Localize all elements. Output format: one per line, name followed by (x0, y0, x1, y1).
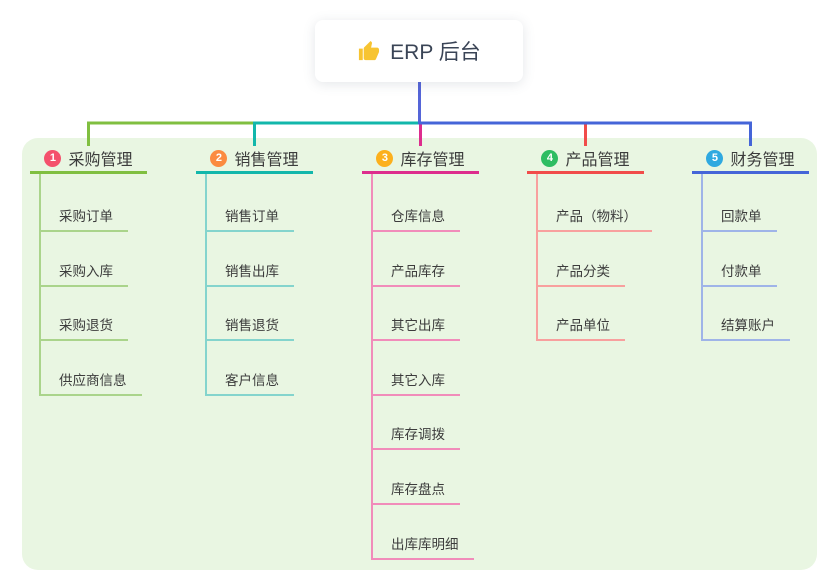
branch-header[interactable]: 1 采购管理 (30, 145, 147, 174)
branch-label: 销售管理 (234, 152, 299, 169)
child-node[interactable]: 产品库存 (373, 232, 460, 287)
child-node-label: 回款单 (721, 208, 762, 224)
child-node-label: 结算账户 (721, 318, 775, 334)
branch-children: 销售订单销售出库销售退货客户信息 (205, 174, 294, 396)
child-node[interactable]: 结算账户 (703, 287, 790, 342)
root-node[interactable]: ERP 后台 (315, 20, 523, 82)
child-node[interactable]: 客户信息 (207, 341, 294, 396)
branch-label: 库存管理 (400, 152, 465, 169)
child-node[interactable]: 库存调拨 (373, 396, 460, 451)
branch-number-badge: 1 (44, 149, 62, 167)
child-node-label: 采购订单 (59, 208, 113, 224)
child-node-label: 付款单 (721, 263, 762, 279)
child-node[interactable]: 销售出库 (207, 232, 294, 287)
child-node[interactable]: 产品单位 (538, 287, 625, 342)
branch-children: 采购订单采购入库采购退货供应商信息 (39, 174, 142, 396)
child-node[interactable]: 采购订单 (41, 177, 128, 232)
child-node-label: 采购入库 (59, 263, 113, 279)
child-node[interactable]: 销售订单 (207, 177, 294, 232)
child-node[interactable]: 供应商信息 (41, 341, 142, 396)
child-node[interactable]: 产品分类 (538, 232, 625, 287)
child-node-label: 销售订单 (225, 208, 279, 224)
child-node-label: 销售出库 (225, 263, 279, 279)
child-node-label: 客户信息 (225, 372, 279, 388)
branch-header[interactable]: 2 销售管理 (196, 145, 313, 174)
child-node-label: 其它出库 (391, 318, 445, 334)
thumbs-up-icon (359, 40, 380, 60)
branch-number-badge: 4 (541, 149, 559, 167)
child-node[interactable]: 产品（物料） (538, 177, 652, 232)
branch-number-badge: 3 (376, 149, 394, 167)
child-node-label: 产品（物料） (556, 208, 637, 224)
branch-header[interactable]: 5 财务管理 (692, 145, 809, 174)
child-node[interactable]: 付款单 (703, 232, 777, 287)
child-node-label: 产品分类 (556, 263, 610, 279)
child-node-label: 库存调拨 (391, 427, 445, 443)
child-node[interactable]: 回款单 (703, 177, 777, 232)
branch-label: 采购管理 (68, 152, 133, 169)
child-node[interactable]: 采购退货 (41, 287, 128, 342)
child-node-label: 仓库信息 (391, 208, 445, 224)
branch-label: 产品管理 (565, 152, 630, 169)
child-node-label: 出库库明细 (391, 536, 459, 552)
child-node-label: 采购退货 (59, 318, 113, 334)
child-node-label: 库存盘点 (391, 481, 445, 497)
child-node-label: 产品库存 (391, 263, 445, 279)
child-node-label: 产品单位 (556, 318, 610, 334)
branch-label: 财务管理 (730, 152, 795, 169)
branch-number-badge: 2 (210, 149, 228, 167)
child-node-label: 销售退货 (225, 318, 279, 334)
branch-number-badge: 5 (706, 149, 724, 167)
branch-children: 回款单付款单结算账户 (701, 174, 790, 342)
child-node[interactable]: 其它出库 (373, 287, 460, 342)
branch-header[interactable]: 3 库存管理 (362, 145, 479, 174)
child-node[interactable]: 采购入库 (41, 232, 128, 287)
child-node-label: 供应商信息 (59, 372, 127, 388)
child-node[interactable]: 销售退货 (207, 287, 294, 342)
child-node[interactable]: 库存盘点 (373, 450, 460, 505)
child-node-label: 其它入库 (391, 372, 445, 388)
background-panel (22, 138, 817, 570)
child-node[interactable]: 仓库信息 (373, 177, 460, 232)
branch-header[interactable]: 4 产品管理 (527, 145, 644, 174)
root-title: ERP 后台 (390, 41, 481, 64)
branch-children: 仓库信息产品库存其它出库其它入库库存调拨库存盘点出库库明细 (371, 174, 474, 560)
child-node[interactable]: 其它入库 (373, 341, 460, 396)
child-node[interactable]: 出库库明细 (373, 505, 474, 560)
branch-children: 产品（物料） 产品分类产品单位 (536, 174, 652, 342)
